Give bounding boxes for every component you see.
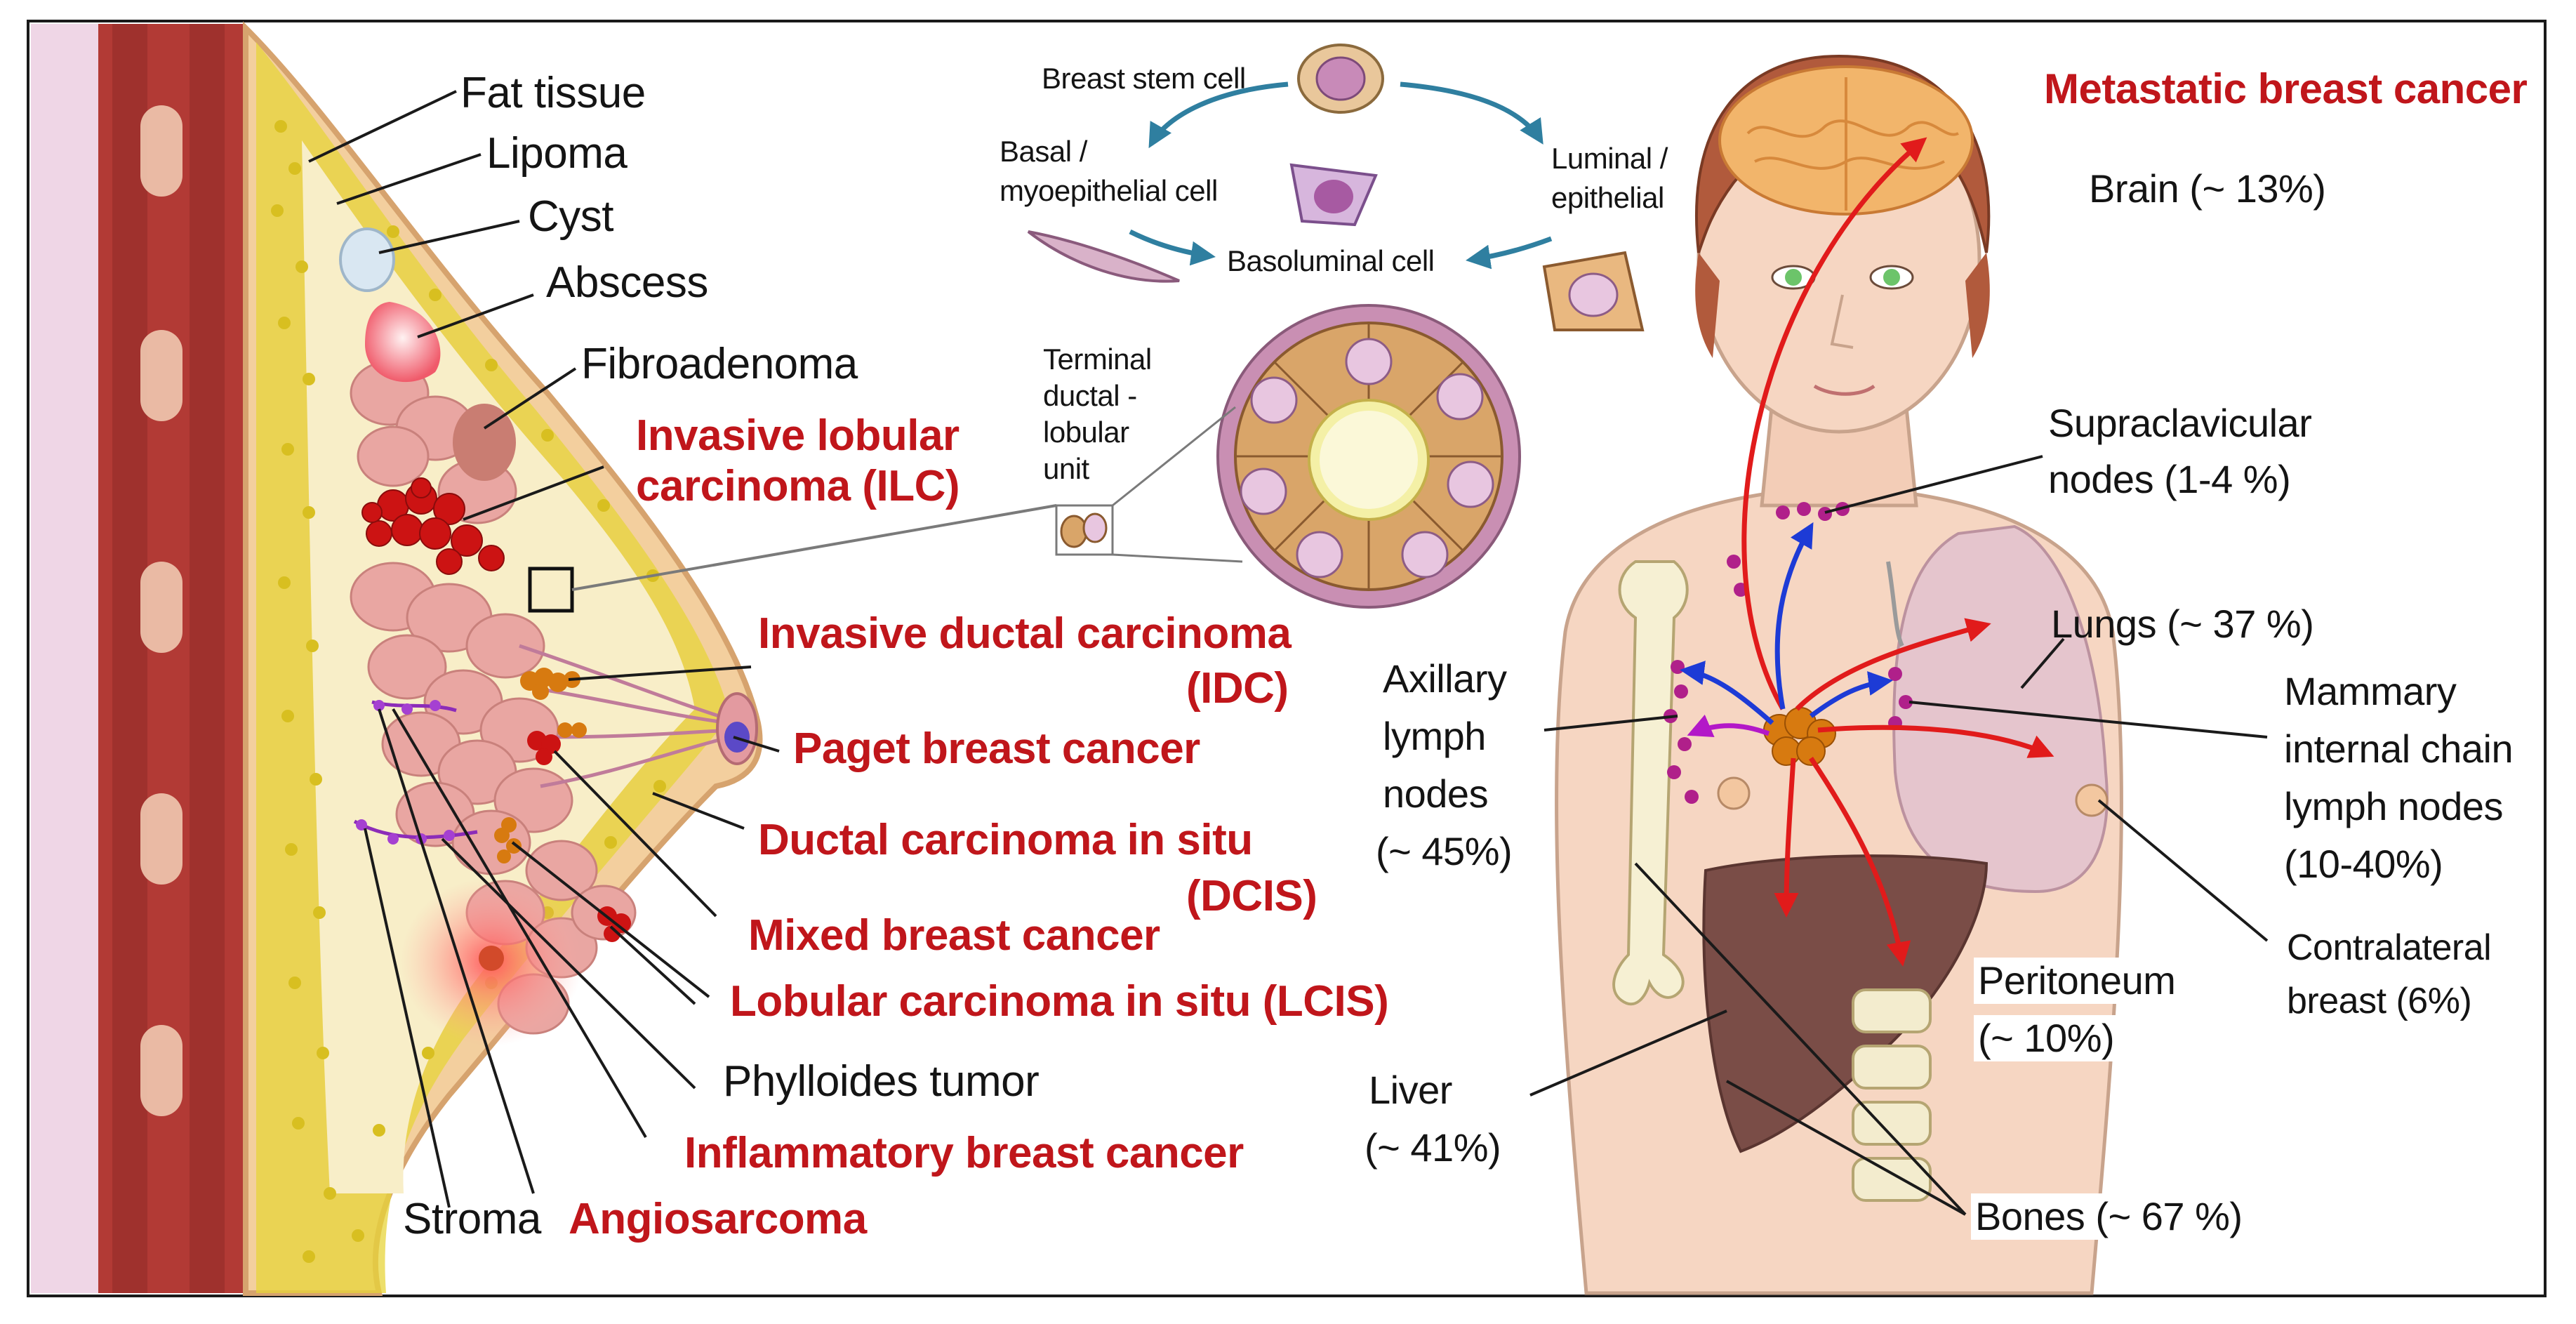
label-axillary-line1: Axillary [1383, 656, 1507, 701]
label-fibroadenoma: Fibroadenoma [581, 340, 858, 388]
label-liver-line2: (~ 41%) [1365, 1125, 1501, 1170]
label-luminal-line1: Luminal / [1551, 142, 1668, 175]
label-inflammatory: Inflammatory breast cancer [684, 1129, 1244, 1177]
label-fat-tissue: Fat tissue [460, 69, 646, 117]
label-angiosarcoma: Angiosarcoma [569, 1195, 867, 1243]
label-ilc-line2: carcinoma (ILC) [636, 462, 960, 510]
label-brain: Brain (~ 13%) [2089, 166, 2326, 211]
label-tdlu-line1: Terminal [1043, 343, 1152, 376]
label-mammary-line4: (10-40%) [2284, 842, 2443, 886]
right-leader-lines [1529, 455, 2269, 1216]
label-idc-line2: (IDC) [1186, 664, 1289, 713]
label-mixed: Mixed breast cancer [748, 911, 1160, 960]
label-peritoneum-line1: Peritoneum [1974, 958, 2180, 1005]
label-mammary-line1: Mammary [2284, 669, 2457, 713]
breast-cross-section [31, 21, 1057, 1296]
label-tdlu-line4: unit [1043, 452, 1089, 485]
label-supra-line2: nodes (1-4 %) [2048, 457, 2291, 501]
label-paget: Paget breast cancer [793, 724, 1200, 773]
label-stem-cell: Breast stem cell [1042, 62, 1246, 95]
label-peritoneum-line2: (~ 10%) [1974, 1015, 2119, 1062]
label-lipoma: Lipoma [486, 129, 628, 178]
label-axillary-line2: lymph [1383, 714, 1486, 758]
label-basoluminal: Basoluminal cell [1227, 244, 1435, 277]
label-mammary-line3: lymph nodes [2284, 784, 2504, 828]
label-phylloides: Phylloides tumor [723, 1057, 1040, 1106]
label-axillary-line4: (~ 45%) [1376, 829, 1513, 873]
label-ilc-line1: Invasive lobular [636, 411, 960, 460]
label-basal-line2: myoepithelial cell [1000, 174, 1218, 207]
label-bones: Bones (~ 67 %) [1971, 1193, 2247, 1240]
label-supra-line1: Supraclavicular [2048, 401, 2312, 445]
body-figure [1555, 54, 2123, 1295]
label-idc-line1: Invasive ductal carcinoma [758, 609, 1292, 658]
cell-lineage [1027, 44, 1645, 331]
left-leader-lines [308, 90, 780, 1208]
label-tdlu-line3: lobular [1043, 416, 1129, 449]
label-tdlu-line2: ductal - [1043, 379, 1137, 412]
label-lcis: Lobular carcinoma in situ (LCIS) [730, 977, 1389, 1026]
label-stroma: Stroma [403, 1195, 541, 1243]
label-basal-line1: Basal / [1000, 135, 1087, 168]
label-contra-line2: breast (6%) [2287, 981, 2472, 1021]
label-contra-line1: Contralateral [2287, 927, 2492, 968]
label-luminal-line2: epithelial [1551, 181, 1664, 214]
label-dcis-line1: Ductal carcinoma in situ [758, 816, 1253, 864]
label-liver-line1: Liver [1369, 1068, 1452, 1112]
label-axillary-line3: nodes [1383, 772, 1489, 816]
label-cyst: Cyst [528, 192, 614, 241]
label-dcis-line2: (DCIS) [1186, 872, 1317, 920]
tdlu-cross-section [1055, 304, 1521, 609]
label-mammary-line2: internal chain [2284, 727, 2514, 771]
title-metastatic: Metastatic breast cancer [2044, 65, 2528, 112]
label-abscess: Abscess [546, 258, 708, 307]
label-lungs: Lungs (~ 37 %) [2051, 602, 2314, 646]
